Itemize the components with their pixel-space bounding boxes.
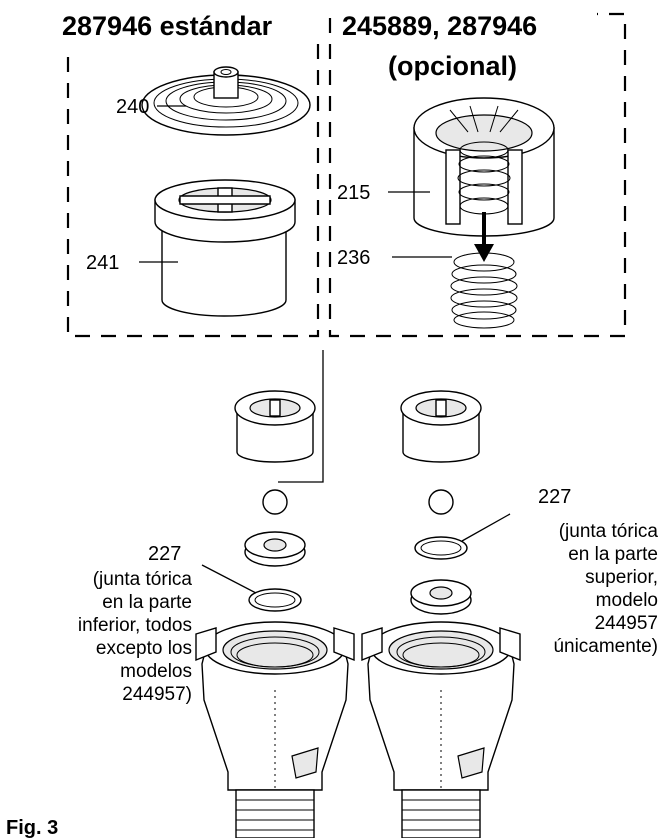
ball-part-left: [262, 489, 288, 515]
svg-text:excepto los: excepto los: [96, 638, 192, 659]
svg-text:únicamente): únicamente): [553, 636, 658, 657]
ball-part-right: [428, 489, 454, 515]
svg-text:244957): 244957): [122, 684, 192, 705]
cylindrical-guide-part-241: [154, 179, 296, 317]
leader-line-227-right: [461, 513, 511, 542]
callout-240: 240: [116, 96, 149, 118]
svg-text:(junta tórica: (junta tórica: [93, 569, 193, 590]
callout-227-left: 227: [148, 543, 181, 565]
right-panel-border: [328, 12, 627, 338]
callout-241: 241: [86, 252, 119, 274]
left-panel-border: [66, 44, 320, 338]
left-panel-title: 287946 estándar: [62, 11, 273, 41]
spiral-spring-part-240: [141, 66, 311, 136]
note-left: (junta tórica en la parte inferior, todo…: [78, 569, 192, 705]
small-guide-left: [234, 390, 316, 463]
callout-215: 215: [337, 182, 370, 204]
svg-text:244957: 244957: [595, 613, 658, 634]
svg-text:en la parte: en la parte: [568, 544, 658, 565]
note-right: (junta tórica en la parte superior, mode…: [553, 521, 658, 657]
svg-text:modelo: modelo: [596, 590, 658, 611]
coil-spring-part-236: [450, 252, 518, 329]
svg-text:(junta tórica: (junta tórica: [559, 521, 659, 542]
right-panel-title-line1: 245889, 287946: [342, 11, 537, 41]
svg-text:superior,: superior,: [585, 567, 658, 588]
callout-227-right: 227: [538, 486, 571, 508]
o-ring-part-right: [414, 536, 468, 560]
o-ring-part-left: [248, 588, 302, 612]
svg-text:inferior, todos: inferior, todos: [78, 615, 192, 636]
valve-housing-part-right: [361, 621, 521, 838]
seat-part-left: [244, 531, 306, 567]
right-panel-title-line2: (opcional): [388, 51, 517, 81]
figure-caption: Fig. 3: [6, 817, 58, 838]
leader-line-227-left: [201, 564, 257, 594]
svg-text:en la parte: en la parte: [102, 592, 192, 613]
small-guide-right: [400, 390, 482, 463]
seat-part-right: [410, 579, 472, 615]
valve-housing-part-left: [195, 621, 355, 838]
svg-text:modelos: modelos: [120, 661, 192, 682]
coil-spring-part-inner: [457, 141, 511, 215]
connector-line: [278, 350, 324, 483]
callout-236: 236: [337, 247, 370, 269]
cylindrical-guide-part-215: [413, 97, 555, 237]
